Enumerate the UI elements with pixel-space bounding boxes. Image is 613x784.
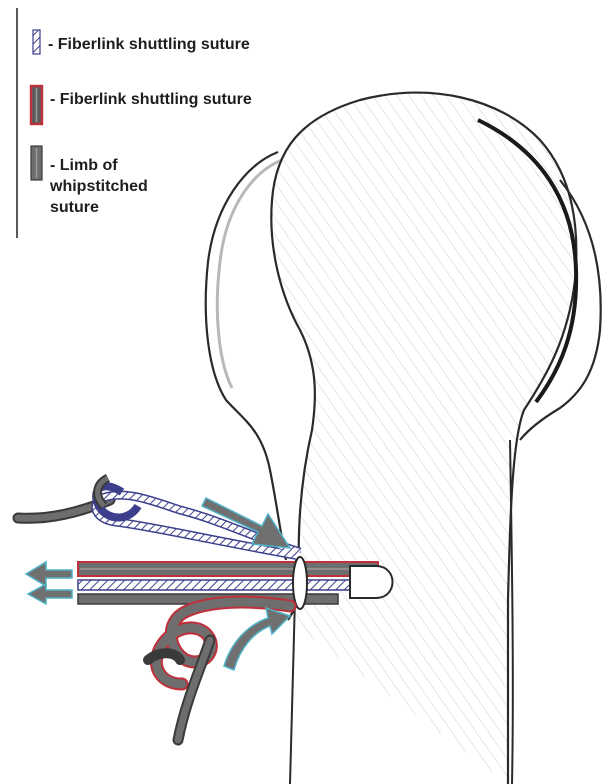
legend: - Fiberlink shuttling suture - Fiberlink… xyxy=(17,8,252,238)
humerus-bone xyxy=(206,93,601,784)
arrow-pull-left xyxy=(26,562,72,604)
legend-label-grey-limb-line2: whipstitched xyxy=(49,178,148,195)
legend-label-grey-limb-line3: suture xyxy=(50,199,99,216)
svg-text:- Fiberlink shuttling suture: - Fiberlink shuttling suture xyxy=(48,36,250,53)
bone-tunnel-entry xyxy=(293,557,307,609)
legend-label-red-outlined: - Fiberlink shuttling suture xyxy=(50,91,252,108)
svg-text:- Fiberlink shuttling suture: - Fiberlink shuttling suture xyxy=(50,91,252,108)
suture-loop-end xyxy=(350,566,393,598)
legend-item-red-outlined: - Fiberlink shuttling suture xyxy=(31,86,252,124)
legend-label-grey-limb-line1: - Limb of xyxy=(50,157,118,174)
grey-suture-limb-knot-tail xyxy=(148,653,180,660)
legend-label-blue-hatched: - Fiberlink shuttling suture xyxy=(48,36,250,53)
svg-text:- Limb of: - Limb of xyxy=(50,157,118,174)
legend-item-blue-hatched: - Fiberlink shuttling suture xyxy=(33,30,250,54)
legend-item-grey-limb: - Limb of whipstitched suture xyxy=(31,146,148,216)
blue-hatched-suture-icon xyxy=(33,30,40,54)
humeral-head-outline xyxy=(271,93,576,784)
arrow-curved-up xyxy=(224,608,290,670)
svg-text:suture: suture xyxy=(50,199,99,216)
svg-text:whipstitched: whipstitched xyxy=(49,178,148,195)
